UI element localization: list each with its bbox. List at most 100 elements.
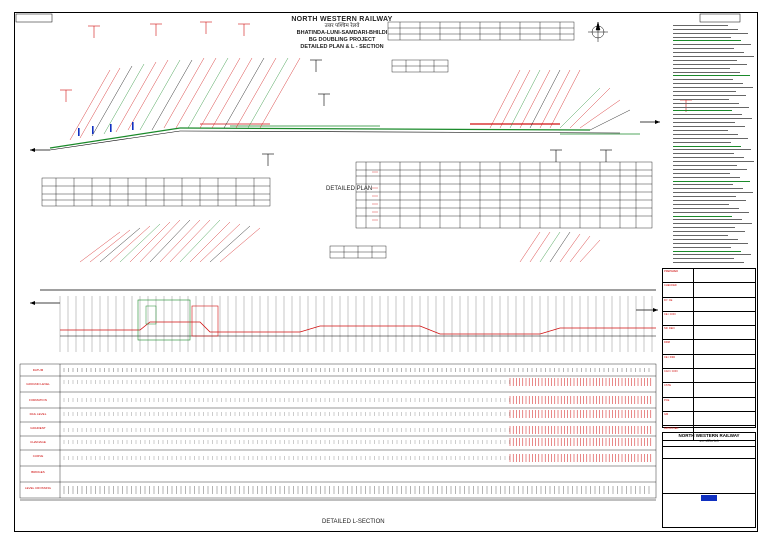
note-line xyxy=(673,242,748,244)
signature-role: PREPARED xyxy=(663,269,694,283)
north-arrow xyxy=(588,21,608,42)
note-line xyxy=(673,102,739,104)
lsection-row-label: FORMATION xyxy=(29,398,47,402)
note-line xyxy=(673,149,751,151)
station-table-top xyxy=(387,21,575,41)
lsection-red-hatch xyxy=(63,378,652,462)
note-line xyxy=(673,231,745,233)
note-line xyxy=(673,254,751,256)
plan-leaders xyxy=(69,57,631,141)
curve-table xyxy=(41,177,271,207)
plan-tracks xyxy=(30,120,660,152)
note-line xyxy=(673,258,734,260)
note-line xyxy=(673,67,730,69)
signature-row: CE / P&D xyxy=(663,354,755,370)
signature-value xyxy=(694,298,755,311)
note-line xyxy=(673,75,750,77)
lsection-row-label: CURVE xyxy=(32,454,44,458)
note-line xyxy=(673,48,734,50)
note-line xyxy=(673,28,738,30)
signature-value xyxy=(694,398,755,411)
note-line xyxy=(673,199,746,201)
lsection-key-table xyxy=(329,245,387,259)
signature-role: DRM xyxy=(663,340,694,354)
note-line xyxy=(673,126,745,128)
note-line xyxy=(673,246,731,248)
drawing-sheet xyxy=(14,12,758,532)
note-line xyxy=(673,262,744,264)
sheet-ref-box xyxy=(699,13,741,23)
lsection-row-label: GRADIENT xyxy=(30,426,46,430)
plan-structures xyxy=(60,21,692,112)
lsection-tick-row xyxy=(63,368,650,494)
note-line xyxy=(673,32,748,34)
note-line xyxy=(673,79,733,81)
note-line xyxy=(673,188,743,190)
signature-role: CSTE xyxy=(663,383,694,397)
note-line xyxy=(673,94,746,96)
note-line xyxy=(673,44,751,46)
signature-value xyxy=(694,283,755,296)
note-line xyxy=(673,83,743,85)
note-line xyxy=(673,141,731,143)
note-line xyxy=(673,133,738,135)
signature-row: PREPARED xyxy=(663,269,755,284)
note-line xyxy=(673,56,754,58)
signature-row: CSTE xyxy=(663,383,755,398)
note-line xyxy=(673,40,741,42)
note-line xyxy=(673,234,728,236)
signature-value xyxy=(694,340,755,353)
lsection-profile xyxy=(60,299,656,341)
note-line xyxy=(673,137,748,139)
signature-row: SR. DEN xyxy=(663,326,755,341)
lsection-label: DETAILED L-SECTION xyxy=(322,519,385,525)
signature-value xyxy=(694,326,755,339)
bridge-table xyxy=(355,161,653,229)
lsection-row-label: BRIDGES xyxy=(31,470,45,474)
note-line xyxy=(673,153,734,155)
signature-value xyxy=(694,383,755,396)
signature-row: GM xyxy=(663,411,755,427)
lsection-row-label: LEVEL CROSSING xyxy=(24,486,52,490)
tb-railway: NORTH WESTERN RAILWAY xyxy=(678,433,740,438)
signature-value xyxy=(694,355,755,368)
note-line xyxy=(673,180,750,182)
signature-value xyxy=(694,269,755,282)
note-line xyxy=(673,250,741,252)
signature-role: CE / CON xyxy=(663,311,694,326)
lsection-data-rows xyxy=(19,363,657,499)
note-line xyxy=(673,161,754,163)
signature-row: DRM xyxy=(663,340,755,355)
notes-column xyxy=(673,22,755,266)
note-line xyxy=(673,192,753,194)
plan-structures-black xyxy=(262,59,612,166)
note-line xyxy=(673,71,740,73)
note-line xyxy=(673,172,730,174)
note-line xyxy=(673,63,747,65)
note-line xyxy=(673,36,731,38)
lsection-row-label: GROUND LEVEL xyxy=(26,382,50,386)
signature-value xyxy=(694,369,755,382)
signature-role: PCE xyxy=(663,397,694,411)
signature-role: SR. DEN xyxy=(663,326,694,340)
note-line xyxy=(673,215,732,217)
note-line xyxy=(673,223,752,225)
signature-role: GM xyxy=(663,411,694,426)
signature-role: CE / P&D xyxy=(663,354,694,369)
note-line xyxy=(673,203,729,205)
lsection-leaders xyxy=(79,219,601,263)
note-line xyxy=(673,238,738,240)
note-line xyxy=(673,164,737,166)
signature-row: CAO / CON xyxy=(663,369,755,384)
note-line xyxy=(673,118,752,120)
note-line xyxy=(673,211,749,213)
gradient-table xyxy=(391,59,449,73)
signature-row: CHECKED xyxy=(663,283,755,298)
note-line xyxy=(673,59,737,61)
note-line xyxy=(673,91,736,93)
lsection-row-label: DATUM xyxy=(32,368,44,372)
note-line xyxy=(673,106,749,108)
note-line xyxy=(673,168,747,170)
